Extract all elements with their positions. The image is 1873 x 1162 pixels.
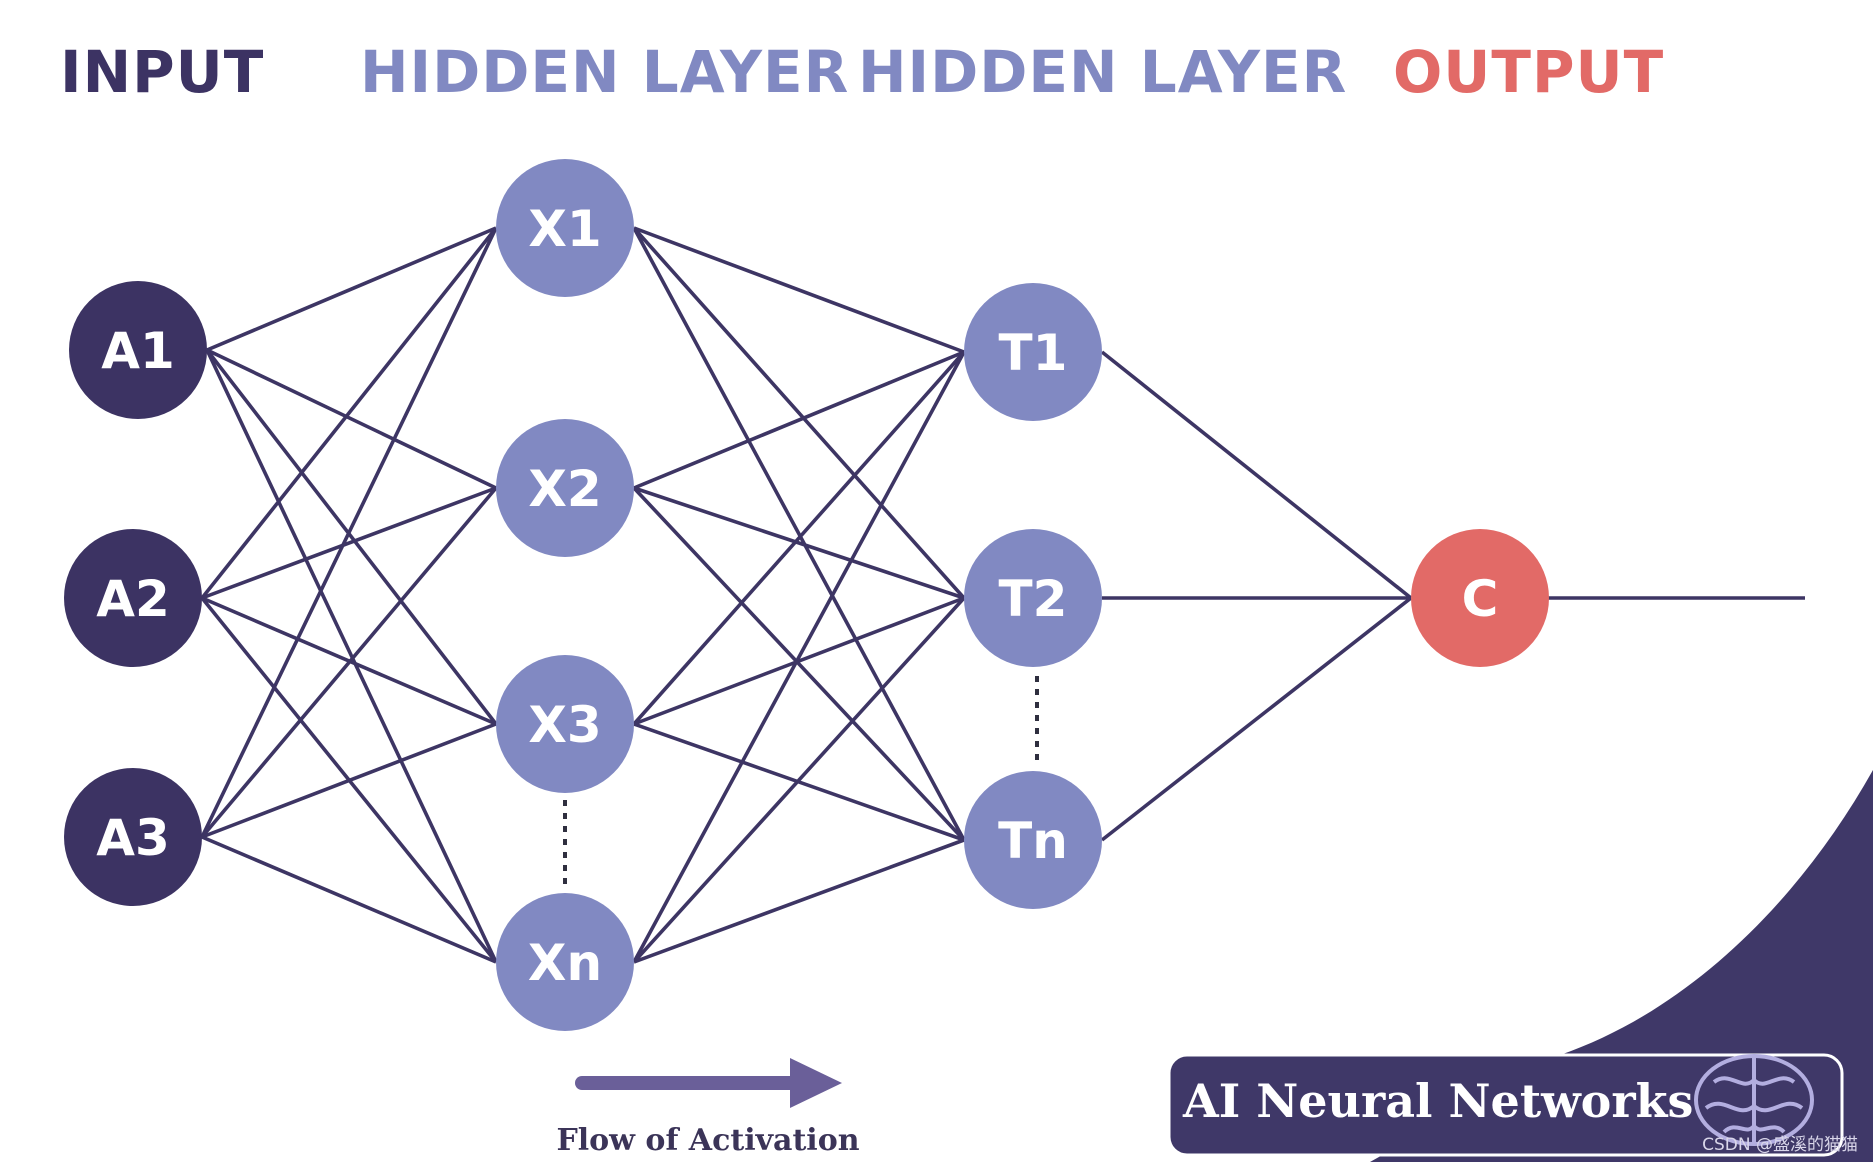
arrow-head-icon	[790, 1058, 842, 1108]
output-node-c: C	[1411, 529, 1549, 667]
edge-input-1-hidden1-1	[201, 486, 497, 600]
edge-input-2-hidden1-1	[200, 486, 498, 839]
flow-label: Flow of Activation	[556, 1123, 859, 1158]
watermark: CSDN @盛溪的猫猫	[1702, 1135, 1858, 1155]
svg-text:T2: T2	[999, 570, 1068, 628]
badge-title: AI Neural Networks	[1182, 1074, 1693, 1128]
edge-hidden2-2-output	[1100, 596, 1413, 842]
svg-text:T1: T1	[999, 324, 1068, 382]
svg-text:Xn: Xn	[528, 934, 602, 992]
title-badge: AI Neural Networks	[1167, 1053, 1844, 1157]
hidden1-node-x1: X1	[496, 159, 634, 297]
input-node-a2: A2	[64, 529, 202, 667]
brain-icon	[1694, 1054, 1814, 1146]
layer-title-hidden-1: HIDDEN LAYER	[360, 38, 849, 106]
edge-input-0-hidden1-1	[206, 348, 497, 490]
edge-input-2-hidden1-0	[200, 227, 498, 838]
edge-hidden1-1-hidden2-2	[632, 486, 966, 842]
edge-input-0-hidden1-0	[206, 226, 497, 352]
hidden2-node-t1: T1	[964, 283, 1102, 421]
hidden2-node-tn: Tn	[964, 771, 1102, 909]
svg-text:X2: X2	[528, 460, 601, 518]
flow-arrow	[575, 1058, 842, 1108]
svg-text:A1: A1	[101, 322, 175, 380]
layer-titles: INPUT HIDDEN LAYER HIDDEN LAYER OUTPUT	[60, 38, 1664, 106]
edge-input-0-hidden1-2	[205, 348, 498, 726]
svg-text:Tn: Tn	[998, 812, 1068, 870]
input-node-a3: A3	[64, 768, 202, 906]
svg-text:C: C	[1462, 570, 1499, 628]
edge-hidden1-1-hidden2-1	[633, 486, 965, 600]
edge-hidden1-1-hidden2-0	[633, 350, 965, 490]
hidden1-node-x3: X3	[496, 655, 634, 793]
input-node-a1: A1	[69, 281, 207, 419]
edge-input-2-hidden1-3	[201, 835, 497, 964]
svg-text:A2: A2	[96, 570, 170, 628]
edge-hidden1-0-hidden2-2	[632, 227, 966, 841]
hidden1-node-x2: X2	[496, 419, 634, 557]
layer-title-hidden-2: HIDDEN LAYER	[858, 38, 1347, 106]
edge-hidden1-3-hidden2-0	[632, 351, 966, 963]
edge-hidden1-0-hidden2-0	[633, 226, 965, 354]
edge-hidden2-0-output	[1100, 350, 1413, 600]
hidden1-node-xn: Xn	[496, 893, 634, 1031]
edge-input-1-hidden1-0	[200, 226, 498, 600]
edge-hidden1-2-hidden2-1	[633, 596, 965, 726]
layer-title-output: OUTPUT	[1393, 38, 1664, 106]
svg-text:A3: A3	[96, 809, 170, 867]
connections	[200, 226, 1413, 964]
edge-input-2-hidden1-2	[201, 722, 497, 839]
edge-hidden1-2-hidden2-0	[632, 350, 966, 726]
svg-text:X1: X1	[528, 200, 601, 258]
layer-title-input: INPUT	[60, 38, 264, 106]
edge-hidden1-3-hidden2-2	[633, 838, 965, 964]
hidden2-node-t2: T2	[964, 529, 1102, 667]
edge-input-0-hidden1-3	[205, 349, 498, 963]
edge-hidden1-3-hidden2-1	[632, 596, 966, 964]
edge-hidden1-0-hidden2-1	[632, 226, 966, 600]
svg-text:X3: X3	[528, 696, 601, 754]
